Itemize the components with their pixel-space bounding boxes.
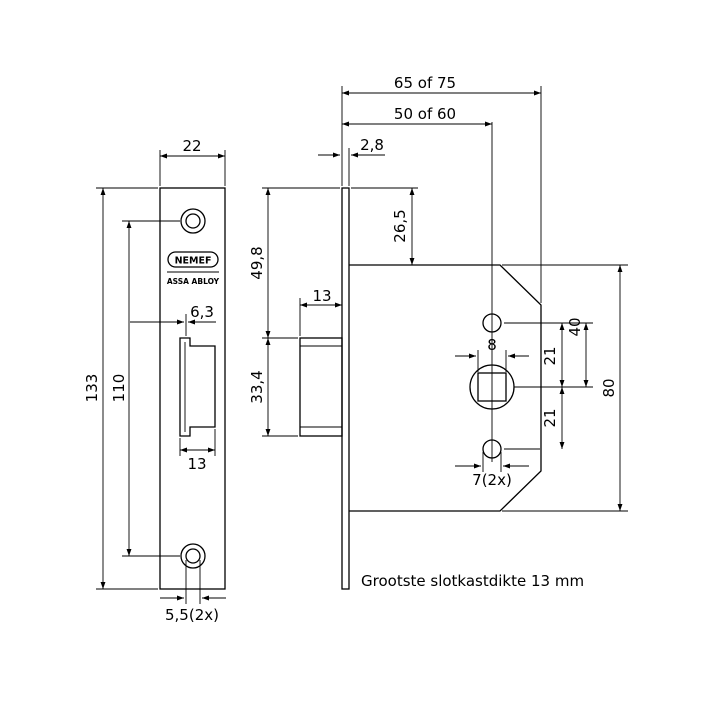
dim-label-8: 8 <box>487 336 497 354</box>
brand-logo: NEMEF ASSA ABLOY <box>167 251 220 286</box>
dim-hole-spacing-side: 40 <box>504 317 593 450</box>
dim-label-2-8: 2,8 <box>360 136 384 154</box>
faceplate-front-view: NEMEF ASSA ABLOY 22 133 110 <box>83 137 226 624</box>
dim-latch-offset: 6,3 <box>130 303 216 336</box>
latch-bolt-profile <box>179 337 216 437</box>
brand-logo-text: NEMEF <box>175 256 212 267</box>
brand-subtitle: ASSA ABLOY <box>167 277 220 286</box>
dim-hole-spacing: 110 <box>110 220 180 557</box>
dim-latch-projection: 13 <box>299 287 342 336</box>
dim-plate-thickness: 2,8 <box>318 136 385 186</box>
dim-spindle: 8 <box>455 336 529 372</box>
case-thickness-note: Grootste slotkastdikte 13 mm <box>361 572 584 590</box>
top-screw-hole <box>180 208 206 234</box>
dim-latch-depth: 33,4 <box>248 338 298 437</box>
dim-screw-hole-diameter: 7(2x) <box>455 452 529 489</box>
forend-plate <box>341 187 350 590</box>
dim-spindle-to-lower-hole: 21 <box>541 387 565 449</box>
dim-label-133: 133 <box>83 374 101 403</box>
faceplate-outline <box>159 187 226 590</box>
dim-label-13-side: 13 <box>312 287 331 305</box>
latch-bolt-side <box>299 337 343 437</box>
dim-label-22: 22 <box>182 137 201 155</box>
dim-case-height: 80 <box>502 264 628 512</box>
dim-label-40: 40 <box>566 317 584 336</box>
dim-faceplate-width: 22 <box>159 137 226 186</box>
dim-label-65-of-75: 65 of 75 <box>394 74 456 92</box>
dim-label-26-5: 26,5 <box>391 209 409 242</box>
dim-label-5-5: 5,5(2x) <box>165 606 219 624</box>
dim-label-50-of-60: 50 of 60 <box>394 105 456 123</box>
dim-spindle-to-upper-hole: 21 <box>514 323 593 388</box>
dim-label-33-4: 33,4 <box>248 370 266 403</box>
dim-faceplate-height: 133 <box>83 187 158 590</box>
dim-label-49-8: 49,8 <box>248 246 266 279</box>
bottom-screw-hole <box>180 543 206 569</box>
dim-backset: 50 of 60 <box>342 105 492 127</box>
dim-label-21-lower: 21 <box>541 408 559 427</box>
dim-backset-max: 65 of 75 <box>341 74 542 303</box>
dim-label-21-upper: 21 <box>541 346 559 365</box>
dim-label-7-2x: 7(2x) <box>472 471 512 489</box>
dim-latch-width: 13 <box>179 429 216 473</box>
dim-label-110: 110 <box>110 374 128 403</box>
dim-hole-diameter: 5,5(2x) <box>160 560 226 624</box>
dim-label-13-front: 13 <box>187 455 206 473</box>
dim-latch-height: 49,8 <box>248 187 340 339</box>
lock-side-view: 65 of 75 50 of 60 2,8 26,5 49,8 <box>248 74 628 590</box>
dim-label-6-3: 6,3 <box>190 303 214 321</box>
lock-case <box>349 264 542 512</box>
dim-label-80: 80 <box>600 378 618 397</box>
dim-top-offset: 26,5 <box>351 187 418 265</box>
